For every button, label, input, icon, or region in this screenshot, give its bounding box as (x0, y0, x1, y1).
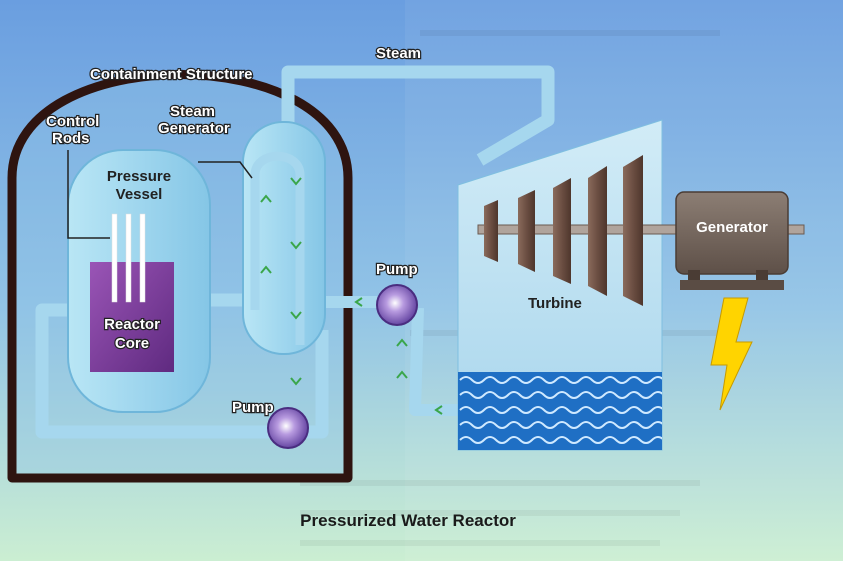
generator-label: Generator (696, 219, 768, 236)
steam-generator-tubes (250, 151, 305, 345)
steam-label: Steam (376, 45, 421, 62)
steam-pipe (281, 65, 555, 166)
pump-icon (267, 407, 309, 449)
turbine-blades (484, 155, 643, 306)
diagram-caption: Pressurized Water Reactor (300, 511, 516, 530)
control-rods-label-line1: Control (46, 113, 99, 130)
pump-label-primary: Pump (232, 399, 274, 416)
pump-icon (376, 284, 418, 326)
pump-label-secondary: Pump (376, 261, 418, 278)
condenser-water (458, 372, 662, 450)
turbine-label: Turbine (528, 295, 582, 312)
steam-generator-label-line2: Generator (158, 120, 230, 137)
pressure-vessel-label-line1: Pressure (107, 168, 171, 185)
generator (675, 191, 789, 290)
wave-water-icon (459, 376, 662, 444)
pressure-vessel-label-line2: Vessel (116, 186, 163, 203)
steam-generator-leader (198, 161, 253, 179)
control-rods-leader (67, 150, 110, 239)
reactor-core (90, 262, 174, 372)
reactor-core-label-line1: Reactor (104, 316, 160, 333)
steam-generator-label-line1: Steam (170, 103, 215, 120)
flow-arrow-icon (260, 177, 443, 415)
lightning-bolt-icon (710, 297, 753, 411)
reactor-core-label-line2: Core (115, 335, 149, 352)
control-rods-label-line2: Rods (52, 130, 90, 147)
containment-structure-label: Containment Structure (90, 66, 253, 83)
control-rods (111, 213, 146, 303)
primary-loop-pipe (35, 293, 329, 439)
